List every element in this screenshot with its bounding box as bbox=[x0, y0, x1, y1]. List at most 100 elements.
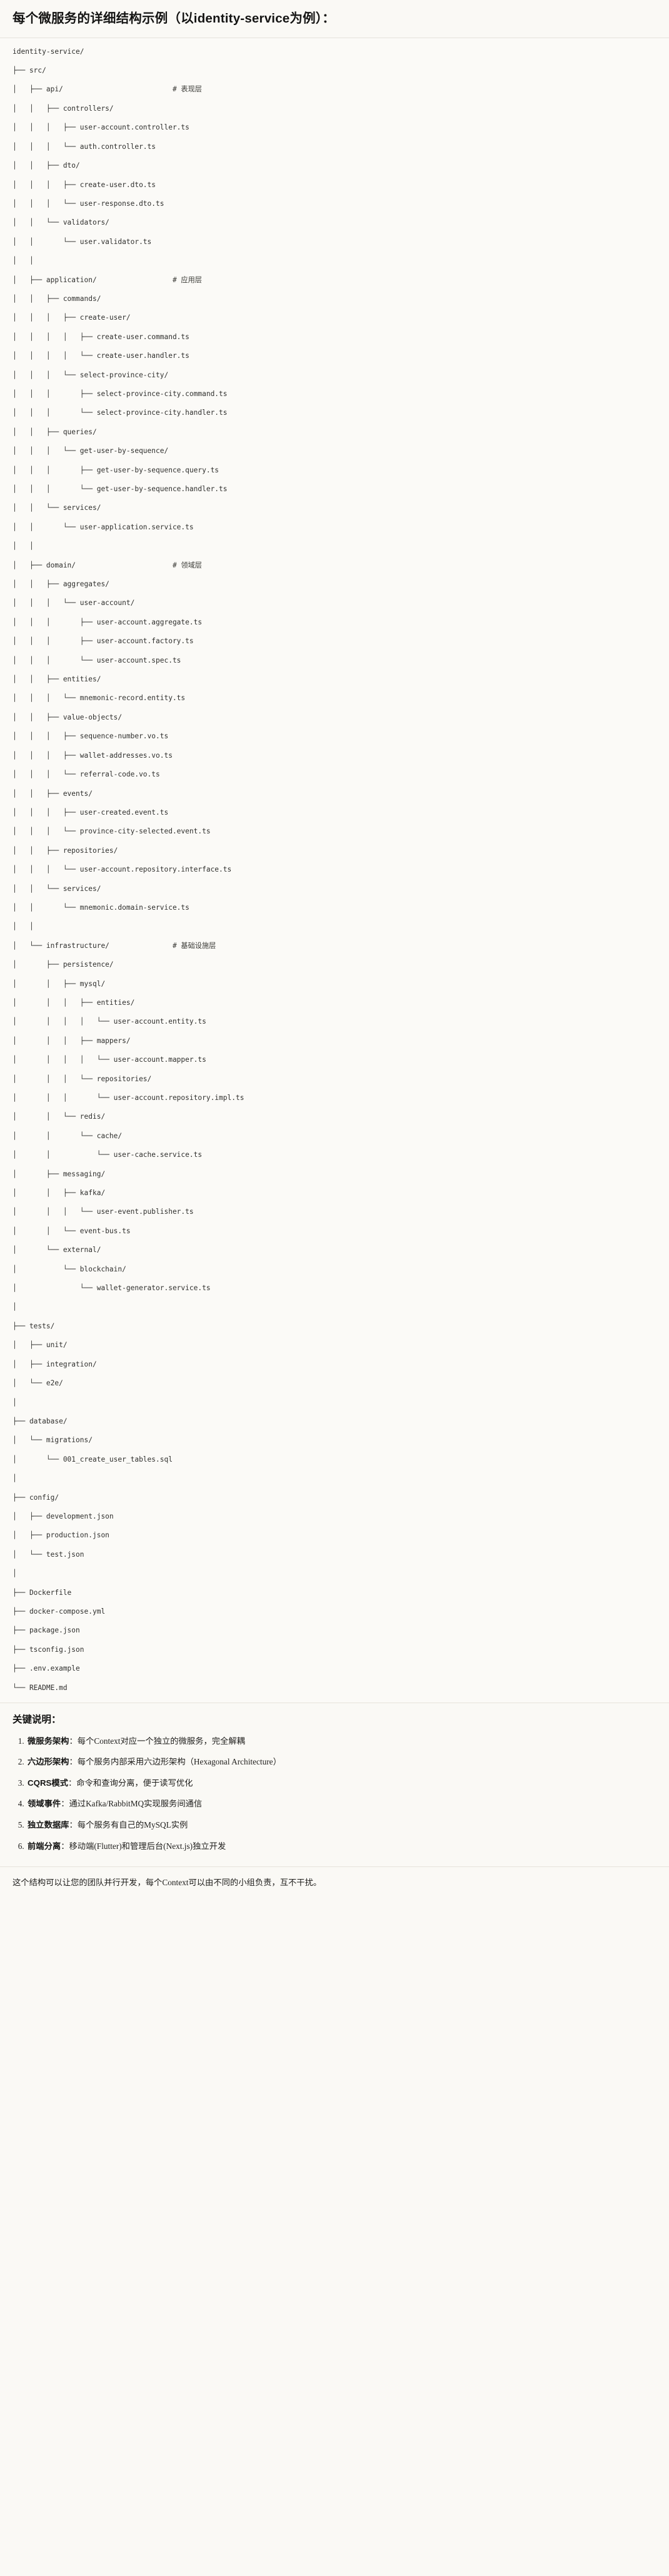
tree-line: │ │ │ └── user-response.dto.ts bbox=[13, 199, 164, 208]
tree-line: │ ├── application/ # 应用层 bbox=[13, 275, 202, 284]
key-note-item: 微服务架构：每个Context对应一个独立的微服务，完全解耦 bbox=[26, 1735, 656, 1748]
tree-line: identity-service/ bbox=[13, 47, 84, 56]
tree-line: │ └── wallet-generator.service.ts bbox=[13, 1284, 211, 1293]
tree-line: │ bbox=[13, 1569, 17, 1578]
tree-line-comment: # 应用层 bbox=[172, 275, 202, 284]
key-note-description: ：移动端(Flutter)和管理后台(Next.js)独立开发 bbox=[61, 1841, 226, 1851]
key-note-item: CQRS模式：命令和查询分离，便于读写优化 bbox=[26, 1777, 656, 1790]
tree-line: │ │ │ ├── user-account.aggregate.ts bbox=[13, 618, 203, 626]
tree-line: │ │ │ └── repositories/ bbox=[13, 1074, 152, 1083]
tree-line-comment: # 基础设施层 bbox=[172, 941, 216, 950]
tree-line: │ ├── messaging/ bbox=[13, 1169, 106, 1178]
directory-tree-pre: identity-service/ ├── src/ │ ├── api/ # … bbox=[13, 47, 656, 1693]
tree-line: │ │ │ ├── wallet-addresses.vo.ts bbox=[13, 751, 173, 760]
tree-line: │ │ ├── kafka/ bbox=[13, 1189, 106, 1198]
tree-line: ├── config/ bbox=[13, 1493, 59, 1502]
key-note-description: ：每个服务有自己的MySQL实例 bbox=[69, 1820, 188, 1830]
tree-line: │ │ │ └── user-event.publisher.ts bbox=[13, 1208, 194, 1216]
tree-line: │ │ │ ├── entities/ bbox=[13, 998, 135, 1007]
tree-line: │ │ bbox=[13, 542, 34, 551]
key-note-term: 独立数据库 bbox=[28, 1820, 69, 1830]
tree-line: │ │ ├── value-objects/ bbox=[13, 713, 123, 721]
tree-line: ├── package.json bbox=[13, 1626, 80, 1635]
tree-line: │ │ └── user-cache.service.ts bbox=[13, 1151, 203, 1159]
tree-line: │ │ │ ├── create-user/ bbox=[13, 313, 131, 322]
tree-line: │ │ └── user.validator.ts bbox=[13, 237, 152, 246]
tree-line: ├── docker-compose.yml bbox=[13, 1607, 106, 1616]
tree-line: │ ├── domain/ # 领域层 bbox=[13, 561, 202, 569]
tree-line: │ │ │ ├── user-account.controller.ts bbox=[13, 123, 189, 132]
tree-line: │ │ bbox=[13, 922, 34, 931]
tree-line: │ ├── persistence/ bbox=[13, 960, 114, 969]
tree-line: │ │ └── services/ bbox=[13, 504, 101, 512]
tree-line: │ │ │ └── referral-code.vo.ts bbox=[13, 770, 160, 779]
tree-line: │ bbox=[13, 1303, 17, 1311]
tree-line: ├── .env.example bbox=[13, 1664, 80, 1673]
tree-line: │ │ │ ├── get-user-by-sequence.query.ts bbox=[13, 466, 219, 474]
key-note-term: CQRS模式 bbox=[28, 1778, 69, 1788]
document-page: 每个微服务的详细结构示例（以identity-service为例）： ident… bbox=[0, 0, 669, 1901]
tree-line: ├── Dockerfile bbox=[13, 1588, 72, 1597]
tree-line: │ │ └── cache/ bbox=[13, 1131, 123, 1140]
tree-line: │ └── migrations/ bbox=[13, 1436, 93, 1445]
tree-line: │ │ │ ├── user-created.event.ts bbox=[13, 808, 169, 817]
tree-line: │ │ └── event-bus.ts bbox=[13, 1226, 131, 1235]
tree-line: │ bbox=[13, 1474, 17, 1483]
tree-line: │ │ ├── dto/ bbox=[13, 161, 80, 170]
key-note-item: 六边形架构：每个服务内部采用六边形架构（Hexagonal Architectu… bbox=[26, 1756, 656, 1769]
tree-line: │ ├── unit/ bbox=[13, 1341, 68, 1350]
directory-tree-content: identity-service/ ├── src/ │ ├── api/ # … bbox=[13, 47, 656, 1693]
tree-line: │ │ └── services/ bbox=[13, 884, 101, 893]
tree-line: │ │ ├── repositories/ bbox=[13, 846, 118, 855]
key-note-description: ：命令和查询分离，便于读写优化 bbox=[68, 1778, 193, 1788]
tree-line: │ └── test.json bbox=[13, 1550, 84, 1559]
directory-tree-code-block: identity-service/ ├── src/ │ ├── api/ # … bbox=[0, 38, 669, 1703]
key-notes-section: 关键说明： 微服务架构：每个Context对应一个独立的微服务，完全解耦六边形架… bbox=[0, 1702, 669, 1859]
tree-line: │ │ │ └── user-account.spec.ts bbox=[13, 656, 181, 664]
tree-line: │ │ │ └── auth.controller.ts bbox=[13, 142, 156, 151]
key-note-description: ：通过Kafka/RabbitMQ实现服务间通信 bbox=[61, 1799, 203, 1809]
key-notes-list: 微服务架构：每个Context对应一个独立的微服务，完全解耦六边形架构：每个服务… bbox=[13, 1735, 656, 1853]
key-note-description: ：每个服务内部采用六边形架构（Hexagonal Architecture） bbox=[69, 1757, 281, 1767]
tree-line: │ └── infrastructure/ # 基础设施层 bbox=[13, 941, 216, 950]
tree-line: │ └── blockchain/ bbox=[13, 1265, 126, 1273]
tree-line: ├── tests/ bbox=[13, 1321, 55, 1330]
tree-line: │ │ │ └── user-account.repository.interf… bbox=[13, 865, 232, 874]
tree-line: │ ├── production.json bbox=[13, 1531, 109, 1540]
tree-line: └── README.md bbox=[13, 1683, 68, 1692]
key-note-item: 前端分离：移动端(Flutter)和管理后台(Next.js)独立开发 bbox=[26, 1840, 656, 1853]
tree-line: │ │ │ └── province-city-selected.event.t… bbox=[13, 827, 211, 836]
tree-line: │ ├── api/ # 表现层 bbox=[13, 85, 202, 94]
tree-line: │ │ │ └── select-province-city/ bbox=[13, 370, 169, 379]
tree-line: │ │ │ │ └── create-user.handler.ts bbox=[13, 352, 189, 360]
key-note-item: 独立数据库：每个服务有自己的MySQL实例 bbox=[26, 1819, 656, 1832]
tree-line: │ │ │ ├── create-user.dto.ts bbox=[13, 180, 156, 189]
footer-summary-text: 这个结构可以让您的团队并行开发，每个Context可以由不同的小组负责，互不干扰… bbox=[0, 1866, 669, 1901]
tree-line-comment: # 领域层 bbox=[172, 561, 202, 569]
tree-line: │ │ │ └── mnemonic-record.entity.ts bbox=[13, 694, 186, 703]
tree-line: │ │ └── redis/ bbox=[13, 1112, 106, 1121]
key-note-term: 微服务架构 bbox=[28, 1736, 69, 1746]
tree-line: │ │ ├── aggregates/ bbox=[13, 580, 109, 589]
tree-line: │ └── e2e/ bbox=[13, 1379, 63, 1388]
tree-line: │ bbox=[13, 1398, 17, 1407]
tree-line: │ │ └── mnemonic.domain-service.ts bbox=[13, 903, 189, 912]
tree-line: │ │ ├── entities/ bbox=[13, 675, 101, 684]
tree-line: │ │ ├── mysql/ bbox=[13, 979, 106, 988]
key-note-term: 领域事件 bbox=[28, 1799, 61, 1809]
tree-line: │ └── 001_create_user_tables.sql bbox=[13, 1455, 173, 1464]
tree-line: │ │ │ │ └── user-account.entity.ts bbox=[13, 1017, 206, 1026]
tree-line: │ │ └── validators/ bbox=[13, 218, 109, 227]
tree-line: │ │ │ └── user-account/ bbox=[13, 599, 135, 608]
tree-line: │ │ │ ├── user-account.factory.ts bbox=[13, 637, 194, 646]
tree-line: │ │ │ └── get-user-by-sequence/ bbox=[13, 447, 169, 456]
tree-line: │ │ │ └── select-province-city.handler.t… bbox=[13, 409, 228, 417]
tree-line: │ │ │ ├── mappers/ bbox=[13, 1036, 131, 1045]
tree-line: │ │ │ └── get-user-by-sequence.handler.t… bbox=[13, 485, 228, 494]
key-note-item: 领域事件：通过Kafka/RabbitMQ实现服务间通信 bbox=[26, 1798, 656, 1811]
tree-line: ├── tsconfig.json bbox=[13, 1645, 84, 1654]
key-note-term: 六边形架构 bbox=[28, 1757, 69, 1767]
tree-line: ├── database/ bbox=[13, 1417, 68, 1425]
tree-line: │ │ ├── queries/ bbox=[13, 427, 97, 436]
tree-line: │ │ ├── events/ bbox=[13, 789, 93, 798]
